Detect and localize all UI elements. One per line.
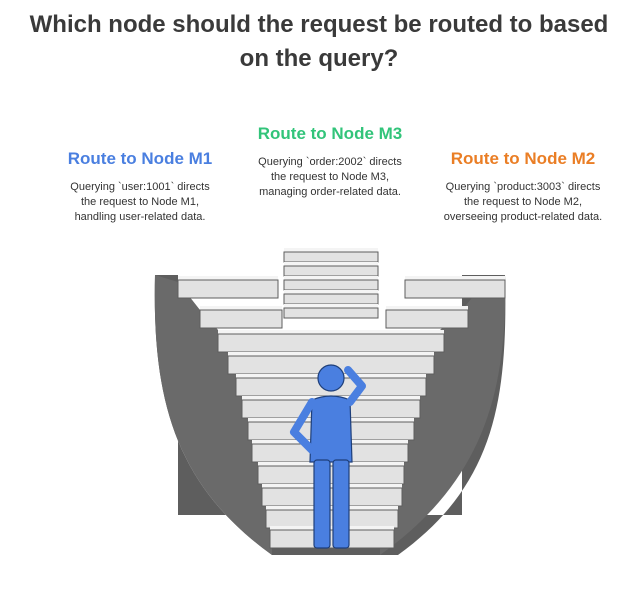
route-m3-desc-line: Querying `order:2002` directs: [258, 156, 402, 168]
tower-step-tread: [284, 304, 378, 308]
route-m3-description: Querying `order:2002` directs the reques…: [230, 155, 430, 200]
center-step: [217, 333, 445, 353]
tower-step-tread: [284, 290, 378, 294]
tower-step: [283, 307, 379, 319]
tower-step: [283, 265, 379, 277]
left-branch-side: [154, 275, 272, 555]
tower-step-tread: [284, 248, 378, 252]
route-node-m1: Route to Node M1 Querying `user:1001` di…: [40, 148, 240, 225]
tower-step: [283, 251, 379, 263]
tower-step: [283, 293, 379, 305]
route-m2-description: Querying `product:3003` directs the requ…: [418, 180, 628, 225]
center-step: [265, 509, 399, 529]
right-branch-side: [380, 275, 506, 555]
route-m1-desc-line: Querying `user:1001` directs: [70, 181, 210, 193]
right-branch-step: [385, 309, 469, 329]
center-step-tread: [218, 330, 444, 334]
left-branch-step-tread: [200, 306, 282, 310]
left-branch-step: [199, 309, 283, 329]
route-node-m2: Route to Node M2 Querying `product:3003`…: [418, 148, 628, 225]
route-m1-title: Route to Node M1: [67, 149, 213, 168]
route-m2-desc-line: overseeing product-related data.: [443, 211, 603, 223]
person-thinking-icon: [290, 364, 366, 549]
center-step-tread: [228, 352, 434, 356]
center-step-tread: [270, 526, 394, 530]
center-step-tread: [266, 506, 398, 510]
route-m1-description: Querying `user:1001` directs the request…: [40, 180, 240, 225]
title-line-1: Which node should the request be routed …: [29, 11, 609, 38]
route-m2-desc-line: Querying `product:3003` directs: [445, 181, 601, 193]
center-step: [257, 465, 405, 485]
route-m3-title: Route to Node M3: [257, 124, 403, 143]
center-step-tread: [258, 462, 404, 466]
right-branch-step-tread: [405, 276, 505, 280]
left-branch-step: [177, 279, 279, 299]
tower-step: [283, 279, 379, 291]
route-m2-desc-line: the request to Node M2,: [463, 196, 582, 208]
center-step: [269, 529, 395, 549]
tower-step-tread: [284, 262, 378, 266]
title-line-2: on the query?: [239, 45, 399, 72]
center-step: [261, 487, 403, 507]
page-title: Which node should the request be routed …: [0, 8, 638, 76]
center-step-tread: [262, 484, 402, 488]
route-m1-desc-line: the request to Node M1,: [80, 196, 199, 208]
route-node-m3: Route to Node M3 Querying `order:2002` d…: [230, 123, 430, 200]
right-branch-step-tread: [386, 306, 468, 310]
right-branch-step: [404, 279, 506, 299]
route-m3-desc-line: the request to Node M3,: [270, 171, 389, 183]
route-m2-title: Route to Node M2: [450, 149, 596, 168]
route-m3-desc-line: managing order-related data.: [259, 186, 401, 198]
staircase-steps: [177, 248, 506, 549]
tower-step-tread: [284, 276, 378, 280]
left-branch-step-tread: [178, 276, 278, 280]
route-m1-desc-line: handling user-related data.: [74, 211, 206, 223]
